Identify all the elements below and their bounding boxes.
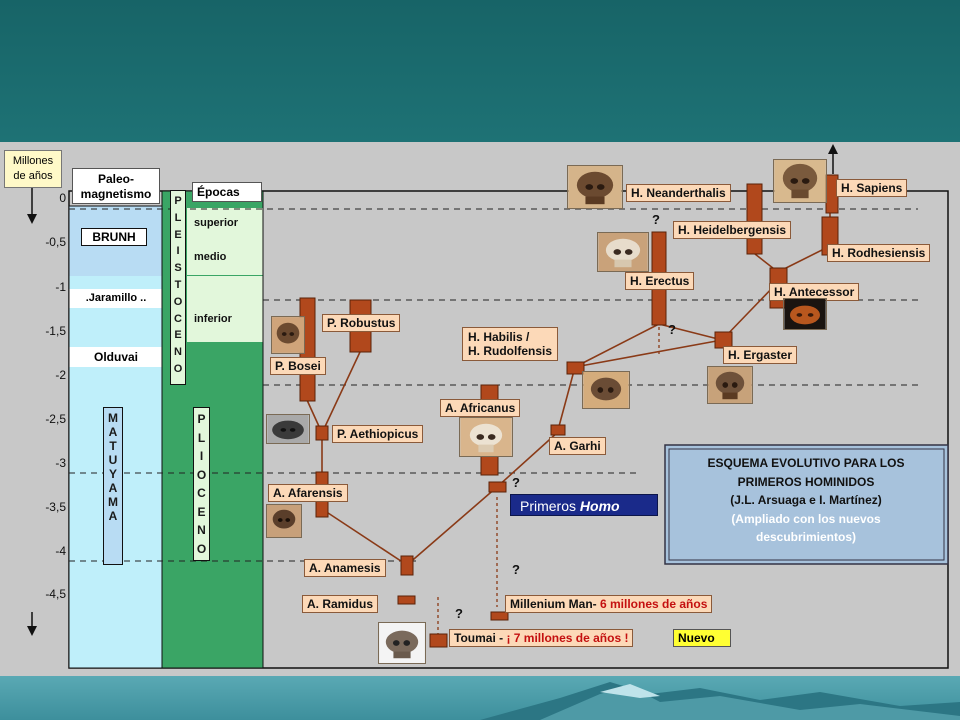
- label-rodhesiensis: H. Rodhesiensis: [827, 244, 931, 262]
- epochs-header: Épocas: [192, 182, 262, 202]
- label-robustus: P. Robustus: [322, 314, 401, 332]
- question-mark-toumai: ?: [455, 606, 463, 621]
- slide-footer-band: [0, 676, 960, 720]
- link-africanus-garhi: [496, 431, 559, 488]
- label-ramidus: A. Ramidus: [302, 595, 379, 613]
- skull-sapiens-icon: [773, 159, 827, 203]
- skull-habilis-icon: [582, 371, 630, 409]
- diagram-panel: Millones de años 0 -0,5 -1 -1,5 -2 -2,5 …: [0, 142, 960, 676]
- link-habilis-erectus: [574, 323, 660, 368]
- ytick-9: -4,5: [45, 587, 66, 601]
- bar-ramidus: [397, 595, 416, 605]
- skull-ergaster-icon: [707, 366, 753, 404]
- info-box-line1: ESQUEMA EVOLUTIVO PARA LOS: [707, 456, 905, 470]
- nuevo-badge: Nuevo: [673, 629, 731, 647]
- skull-neanderthalis-icon: [567, 165, 623, 209]
- label-sapiens: H. Sapiens: [836, 179, 908, 197]
- link-erectus-ergaster: [658, 323, 723, 341]
- info-box-bg: [664, 444, 949, 565]
- jaramillo-zone: [69, 289, 162, 308]
- ytick-0: 0: [59, 191, 66, 205]
- jaramillo-label: .Jaramillo ..: [85, 292, 147, 304]
- info-box-inner: [668, 448, 945, 561]
- axis-arrowhead-bottom: [27, 626, 37, 636]
- link-anamesis-afarensis: [321, 508, 408, 566]
- link-aethiopicus-robustus: [321, 351, 361, 434]
- medio-label: medio: [194, 251, 227, 263]
- link-habilis-ergaster: [574, 339, 723, 368]
- superior-label: superior: [194, 217, 239, 229]
- paleomag-header: Paleo- magnetismo: [72, 168, 160, 204]
- link-garhi-habilis: [557, 366, 576, 431]
- label-ergaster: H. Ergaster: [723, 346, 798, 364]
- olduvai-label: Olduvai: [93, 350, 138, 364]
- skull-afarensis-icon: [266, 504, 302, 538]
- brunh-label: BRUNH: [81, 228, 147, 246]
- bar-anamesis: [400, 555, 414, 576]
- label-heidelbergensis: H. Heidelbergensis: [673, 221, 792, 239]
- info-box-line3: (J.L. Arsuaga e I. Martínez): [730, 493, 882, 508]
- question-mark-africanus: ?: [512, 475, 520, 490]
- axis-title: Millones de años: [4, 150, 62, 188]
- label-anamesis: A. Anamesis: [304, 559, 386, 577]
- superior-medio-zone: [187, 208, 263, 275]
- bar-aethiopicus-node: [488, 481, 507, 493]
- olduvai-zone: [69, 347, 162, 367]
- mountain-decoration: [480, 682, 960, 720]
- bar-aethiopicus: [315, 425, 329, 441]
- info-box-line2: PRIMEROS HOMINIDOS: [737, 474, 875, 489]
- ytick-6: -3: [55, 456, 66, 470]
- skull-aethiopicus-icon: [266, 414, 310, 444]
- label-neanderthalis: H. Neanderthalis: [626, 184, 731, 202]
- question-mark-millenium: ?: [512, 562, 520, 577]
- axis-arrowhead-top: [27, 214, 37, 224]
- label-garhi: A. Garhi: [549, 437, 606, 455]
- label-toumai: Toumai - ¡ 7 millones de años !: [449, 629, 634, 647]
- label-habilis: H. Habilis / H. Rudolfensis: [462, 327, 559, 361]
- bar-neanderthalis: [746, 183, 763, 255]
- matuyama-label: M A T U Y A M A: [103, 407, 123, 565]
- label-erectus: H. Erectus: [625, 272, 695, 290]
- plioceno-label: P L I O C E N O: [193, 407, 210, 561]
- ytick-1: -0,5: [45, 235, 66, 249]
- skull-erectus-icon: [597, 232, 649, 272]
- info-box: ESQUEMA EVOLUTIVO PARA LOS PRIMEROS HOMI…: [670, 454, 942, 547]
- skull-toumai-icon: [378, 622, 426, 664]
- label-bosei: P. Bosei: [270, 357, 326, 375]
- ytick-8: -4: [55, 544, 66, 558]
- primeros-homo-label: Primeros Homo: [510, 494, 658, 516]
- inferior-zone: [187, 276, 263, 342]
- bar-habilis: [566, 361, 585, 375]
- label-afarensis: A. Afarensis: [268, 484, 348, 502]
- info-box-line5: descubrimientos): [755, 530, 857, 545]
- link-anamesis-africanus: [406, 486, 498, 566]
- question-mark-ergaster: ?: [668, 322, 676, 337]
- ytick-3: -1,5: [45, 324, 66, 338]
- label-millenium: Millenium Man- 6 millones de años: [505, 595, 713, 613]
- bar-garhi: [550, 424, 566, 436]
- uncertain-links: [437, 327, 660, 634]
- diagram-svg: [27, 144, 949, 669]
- bar-millenium: [490, 611, 509, 621]
- slide-header-band: [0, 0, 960, 142]
- skull-bosei-icon: [271, 316, 305, 354]
- bar-toumai: [429, 633, 448, 648]
- pleistoceno-label: P L E I S T O C E N O: [170, 190, 186, 385]
- question-mark-erectus: ?: [652, 212, 660, 227]
- inferior-label: inferior: [194, 313, 232, 325]
- ytick-5: -2,5: [45, 412, 66, 426]
- skull-africanus-icon: [459, 417, 513, 457]
- ytick-2: -1: [55, 280, 66, 294]
- skull-antecessor-icon: [783, 298, 827, 330]
- label-africanus: A. Africanus: [440, 399, 521, 417]
- link-ergaster-antecessor: [721, 281, 779, 341]
- ytick-4: -2: [55, 368, 66, 382]
- label-aethiopicus: P. Aethiopicus: [332, 425, 424, 443]
- sapiens-arrowhead: [828, 144, 838, 154]
- ytick-7: -3,5: [45, 500, 66, 514]
- info-box-line4: (Ampliado con los nuevos: [731, 511, 881, 526]
